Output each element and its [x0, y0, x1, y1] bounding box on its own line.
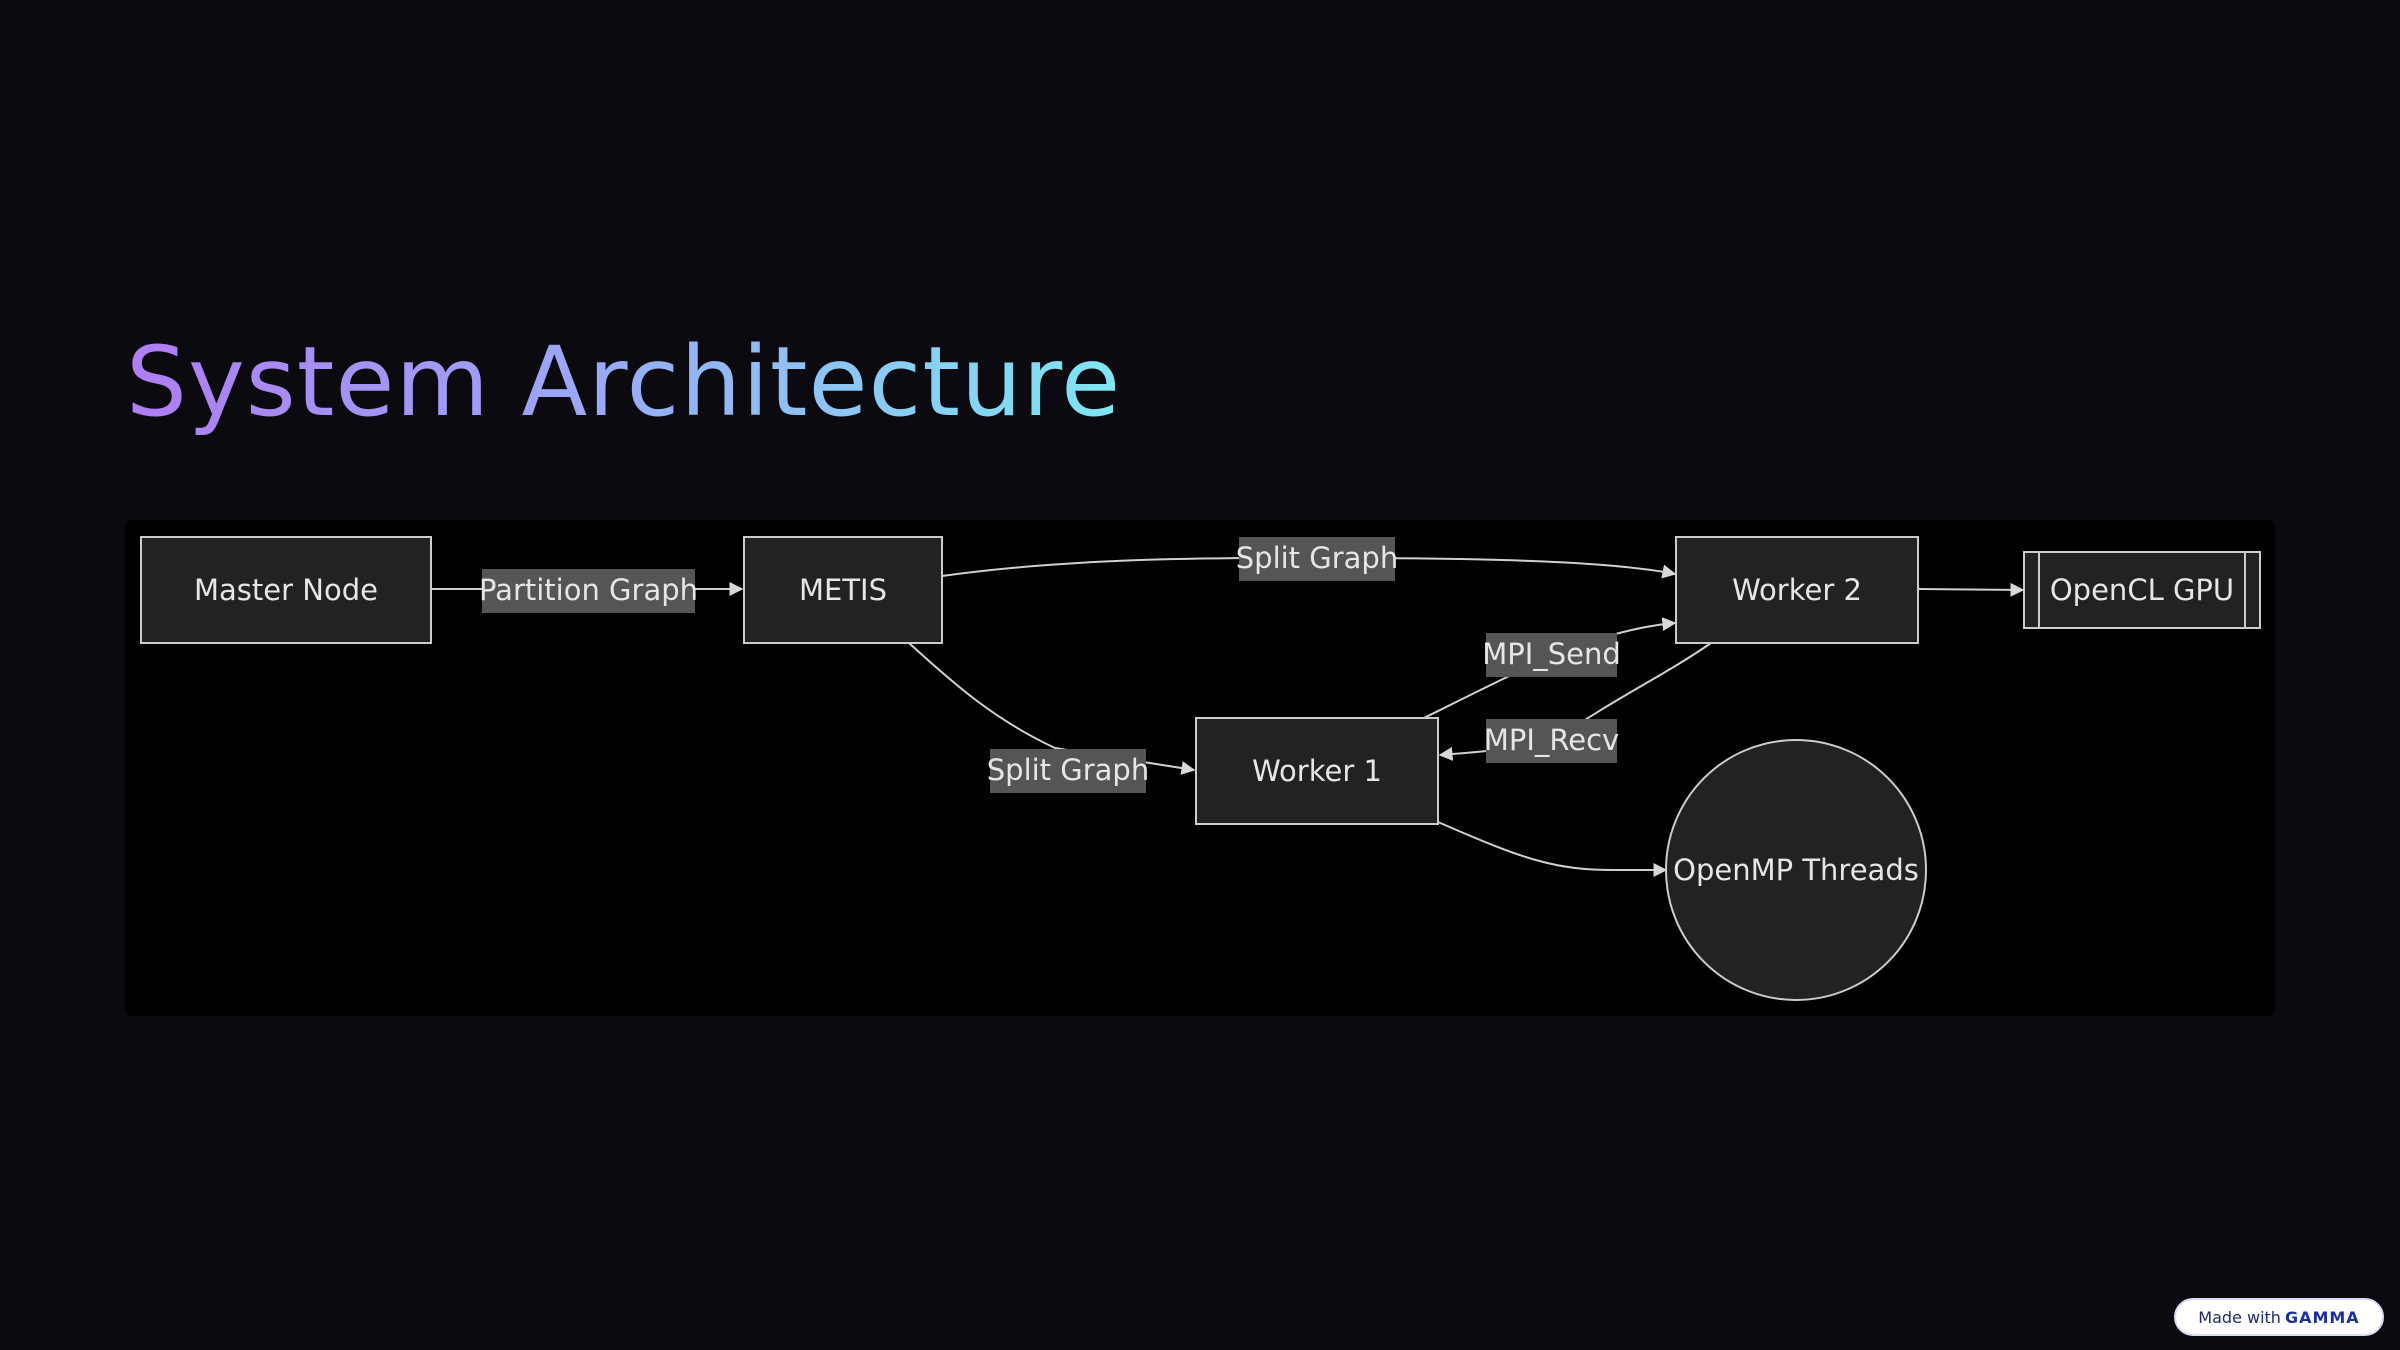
svg-text:OpenMP Threads: OpenMP Threads: [1673, 853, 1919, 887]
edge-label-mpi-send: MPI_Send: [1482, 633, 1621, 677]
edge-worker1-openmp: [1437, 821, 1668, 877]
svg-text:MPI_Recv: MPI_Recv: [1484, 723, 1619, 757]
edge-label-partition: Partition Graph: [479, 569, 698, 613]
svg-text:Master Node: Master Node: [194, 573, 378, 607]
svg-text:Split Graph: Split Graph: [1236, 541, 1398, 575]
svg-text:METIS: METIS: [799, 573, 887, 607]
architecture-diagram: Partition Graph Split Graph Split Graph …: [125, 520, 2275, 1016]
svg-text:Worker 2: Worker 2: [1732, 573, 1862, 607]
edge-label-split-bottom: Split Graph: [987, 749, 1149, 793]
svg-text:MPI_Send: MPI_Send: [1482, 637, 1621, 671]
gamma-logo: GAMMA: [2284, 1307, 2360, 1327]
page-title: System Architecture: [126, 325, 1121, 440]
node-openmp: OpenMP Threads: [1665, 739, 1927, 1001]
node-worker1: Worker 1: [1195, 717, 1439, 825]
edge-worker2-opencl: [1917, 582, 2025, 597]
svg-text:OpenCL GPU: OpenCL GPU: [2050, 573, 2234, 607]
node-worker2: Worker 2: [1675, 536, 1919, 644]
svg-text:Partition Graph: Partition Graph: [479, 573, 698, 607]
made-with-gamma-badge[interactable]: Made with GAMMA: [2174, 1298, 2384, 1336]
node-master: Master Node: [140, 536, 432, 644]
badge-prefix: Made with: [2198, 1307, 2281, 1327]
node-opencl: OpenCL GPU: [2023, 551, 2261, 629]
svg-text:Worker 1: Worker 1: [1252, 754, 1382, 788]
node-metis: METIS: [743, 536, 943, 644]
diagram-canvas: Partition Graph Split Graph Split Graph …: [140, 536, 2261, 1001]
svg-text:Split Graph: Split Graph: [987, 753, 1149, 787]
edge-label-mpi-recv: MPI_Recv: [1484, 719, 1619, 763]
edge-label-split-top: Split Graph: [1236, 537, 1398, 581]
edge-metis-worker1: [908, 642, 1196, 775]
